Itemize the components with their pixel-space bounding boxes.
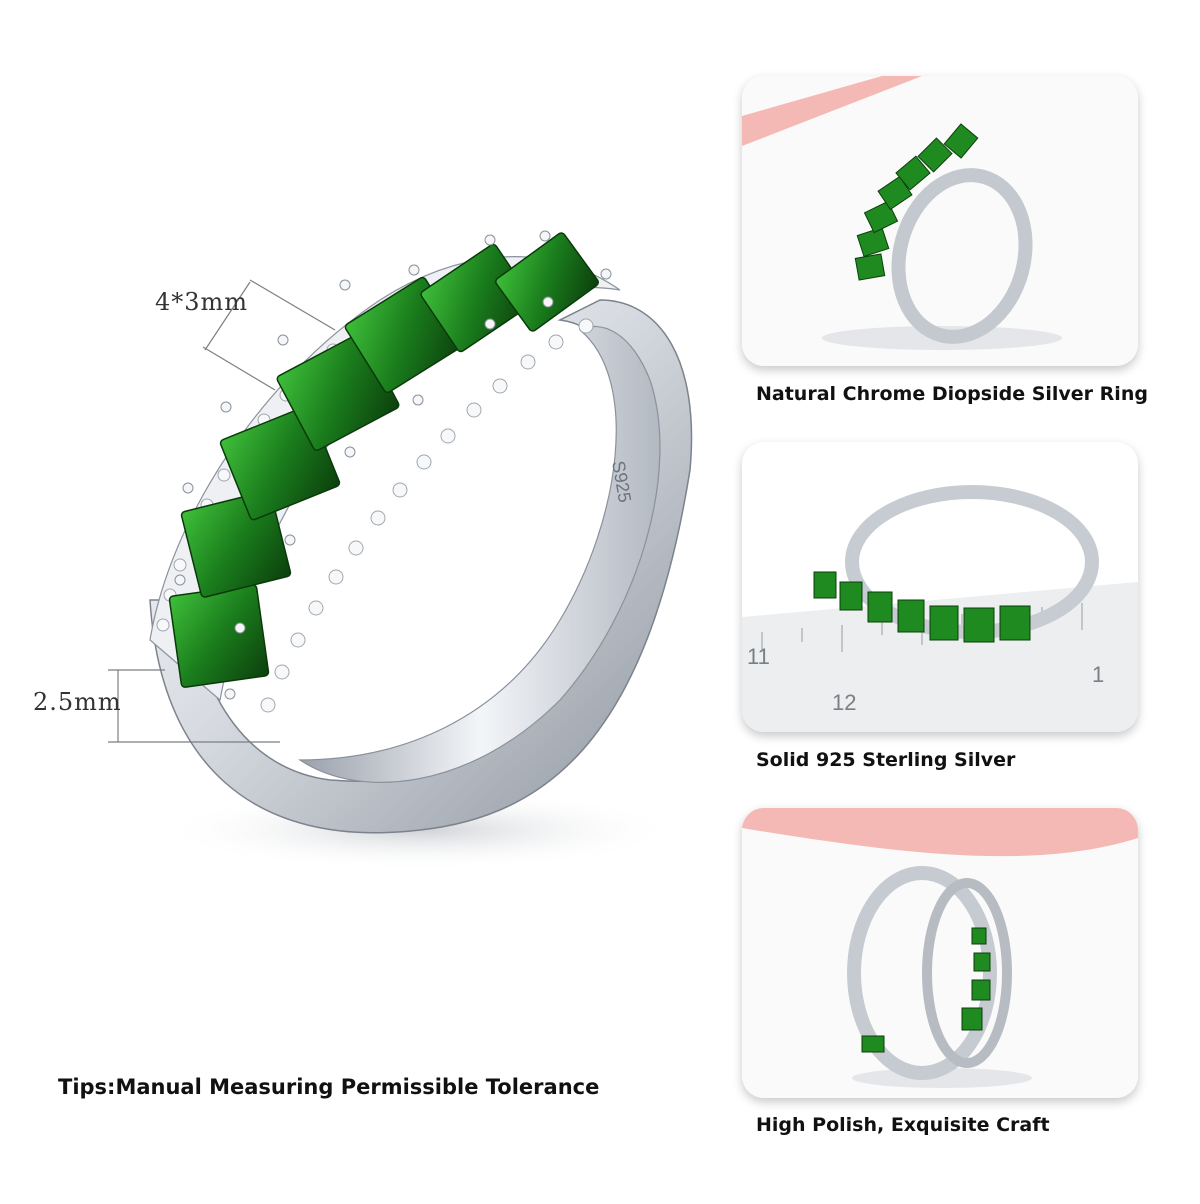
- gem-row: [861, 927, 991, 1053]
- pave-stones-inner: [260, 318, 594, 713]
- gem-size-label: 4*3mm: [155, 288, 249, 316]
- tolerance-tip: Tips:Manual Measuring Permissible Tolera…: [58, 1075, 600, 1099]
- dimension-lines: [108, 279, 336, 743]
- thumbnail-ring-ruler: 11 12 1: [742, 442, 1138, 732]
- thumbnail-ring-side: [742, 808, 1138, 1098]
- gem-1: [168, 584, 270, 688]
- gem-row: [813, 571, 1031, 643]
- caption-3: High Polish, Exquisite Craft: [756, 1114, 1050, 1136]
- thumbnail-ring-angle: [742, 76, 1138, 366]
- gem-row: [168, 232, 599, 688]
- caption-2: Solid 925 Sterling Silver: [756, 749, 1016, 771]
- caption-1: Natural Chrome Diopside Silver Ring: [756, 383, 1148, 405]
- ruler-number: 12: [832, 690, 856, 715]
- band-width-label: 2.5mm: [33, 688, 122, 716]
- ring-band: [891, 168, 1033, 344]
- ruler-number: 1: [1092, 662, 1104, 687]
- prongs: [174, 230, 612, 700]
- ring-inner-surface: [298, 326, 661, 783]
- ring-band: [847, 866, 997, 1080]
- gem-2: [180, 490, 292, 598]
- main-ring-photo: S925: [33, 230, 693, 870]
- ruler-number: 11: [747, 644, 770, 669]
- gem-row: [854, 123, 979, 281]
- pink-ribbon: [742, 76, 922, 146]
- ring-illustration: S925: [108, 230, 693, 870]
- gem-7: [495, 232, 599, 332]
- pink-ribbon: [742, 808, 1138, 857]
